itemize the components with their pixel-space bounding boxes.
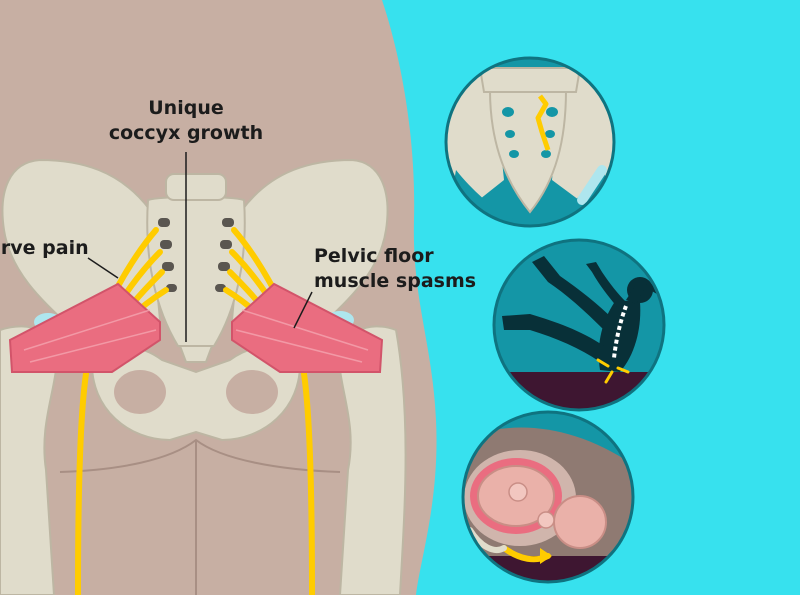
coccyx [180, 346, 212, 362]
pelvic-floor-line-2: muscle spasms [314, 269, 476, 294]
left-obturator [114, 370, 166, 414]
pelvic-floor-line-1: Pelvic floor [314, 244, 476, 269]
right-obturator [226, 370, 278, 414]
coccyx-growth-label: Unique coccyx growth [102, 96, 270, 146]
lumbar-vertebra [166, 174, 226, 200]
coccyx-growth-line-1: Unique [102, 96, 270, 121]
pelvic-floor-label: Pelvic floor muscle spasms [314, 244, 476, 294]
nerve-pain-label: erve pain [0, 236, 89, 261]
coccyx-growth-line-2: coccyx growth [102, 121, 270, 146]
